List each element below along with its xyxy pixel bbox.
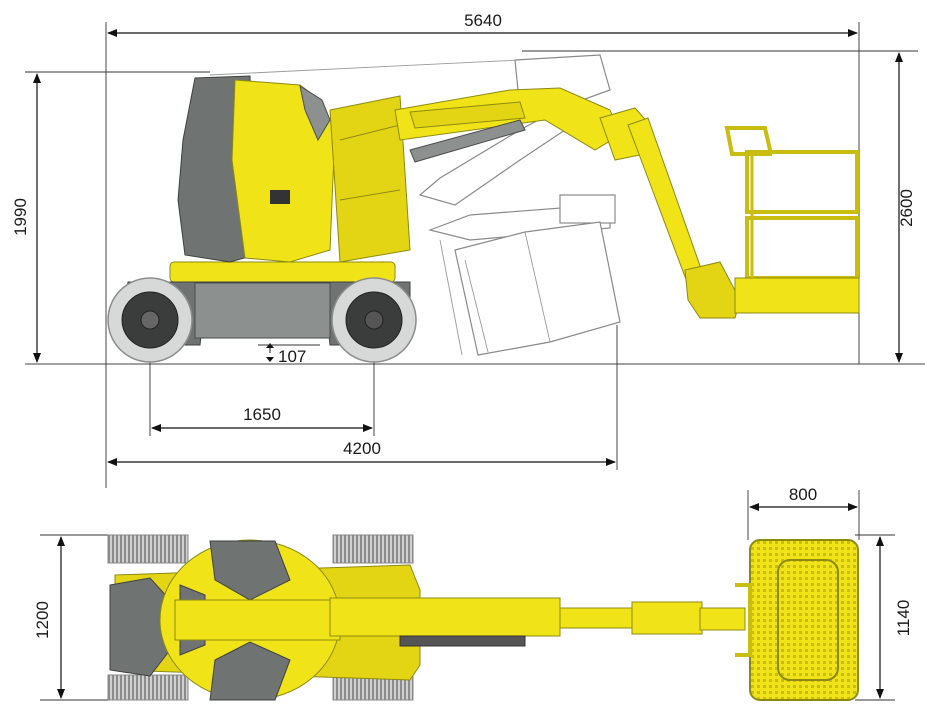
basket-side bbox=[724, 126, 860, 314]
dim-ground-clearance bbox=[258, 343, 320, 362]
label-max-height: 2600 bbox=[897, 189, 916, 227]
top-view: 800 1200 1140 bbox=[33, 485, 913, 701]
tyre-plan-rear-bottom bbox=[107, 674, 189, 701]
basket-plan bbox=[735, 539, 859, 701]
label-wheelbase: 1650 bbox=[243, 405, 281, 424]
jib-arm bbox=[627, 117, 741, 319]
stowed-boom-ghost bbox=[209, 54, 621, 356]
boom-plan bbox=[329, 597, 746, 647]
label-platform-length: 1140 bbox=[894, 600, 913, 637]
label-ground-clearance: 107 bbox=[278, 347, 306, 366]
label-overall-width: 1200 bbox=[33, 601, 52, 639]
turret bbox=[177, 75, 411, 263]
label-overall-length: 5640 bbox=[464, 11, 502, 30]
side-view: 5640 1990 2600 107 1650 4200 bbox=[11, 11, 925, 488]
label-platform-width: 800 bbox=[789, 485, 817, 504]
tyre-plan-front-top bbox=[332, 534, 414, 564]
turret-plan bbox=[109, 539, 341, 701]
label-stowed-length: 4200 bbox=[343, 439, 381, 458]
front-wheel bbox=[331, 277, 417, 363]
tyre-plan-rear-top bbox=[107, 534, 189, 564]
label-stowed-height: 1990 bbox=[11, 198, 30, 236]
rear-wheel bbox=[107, 277, 193, 363]
main-boom bbox=[394, 87, 651, 163]
